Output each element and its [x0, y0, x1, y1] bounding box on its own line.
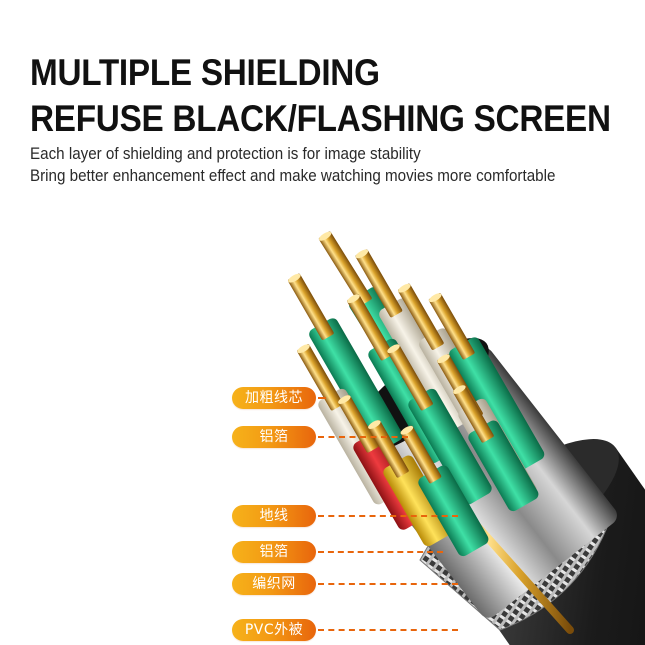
leader-line	[318, 397, 326, 399]
headline: MULTIPLE SHIELDING REFUSE BLACK/FLASHING…	[30, 50, 611, 142]
subtitle-line-1: Each layer of shielding and protection i…	[30, 145, 421, 163]
headline-line-1: MULTIPLE SHIELDING	[30, 52, 380, 93]
leader-line	[318, 515, 458, 517]
label-braided-mesh: 编织网	[232, 573, 316, 595]
subtitle-line-2: Bring better enhancement effect and make…	[30, 167, 556, 185]
label-ground-wire: 地线	[232, 505, 316, 527]
callout-aluminum-foil-inner: 铝箔	[232, 426, 408, 448]
leader-line	[318, 629, 458, 631]
leader-line	[318, 436, 408, 438]
callout-pvc-jacket: PVC外被	[232, 619, 458, 641]
leader-line	[318, 583, 458, 585]
leader-line	[318, 551, 443, 553]
label-thick-core: 加粗线芯	[232, 387, 316, 409]
label-aluminum-foil-outer: 铝箔	[232, 541, 316, 563]
callout-thick-core: 加粗线芯	[232, 387, 326, 409]
callout-braided-mesh: 编织网	[232, 573, 458, 595]
label-pvc-jacket: PVC外被	[232, 619, 316, 641]
callout-ground-wire: 地线	[232, 505, 458, 527]
label-aluminum-foil-inner: 铝箔	[232, 426, 316, 448]
inner-wires	[288, 231, 545, 557]
headline-line-2: REFUSE BLACK/FLASHING SCREEN	[30, 98, 611, 139]
callout-aluminum-foil-outer: 铝箔	[232, 541, 443, 563]
subtitle: Each layer of shielding and protection i…	[30, 143, 555, 187]
